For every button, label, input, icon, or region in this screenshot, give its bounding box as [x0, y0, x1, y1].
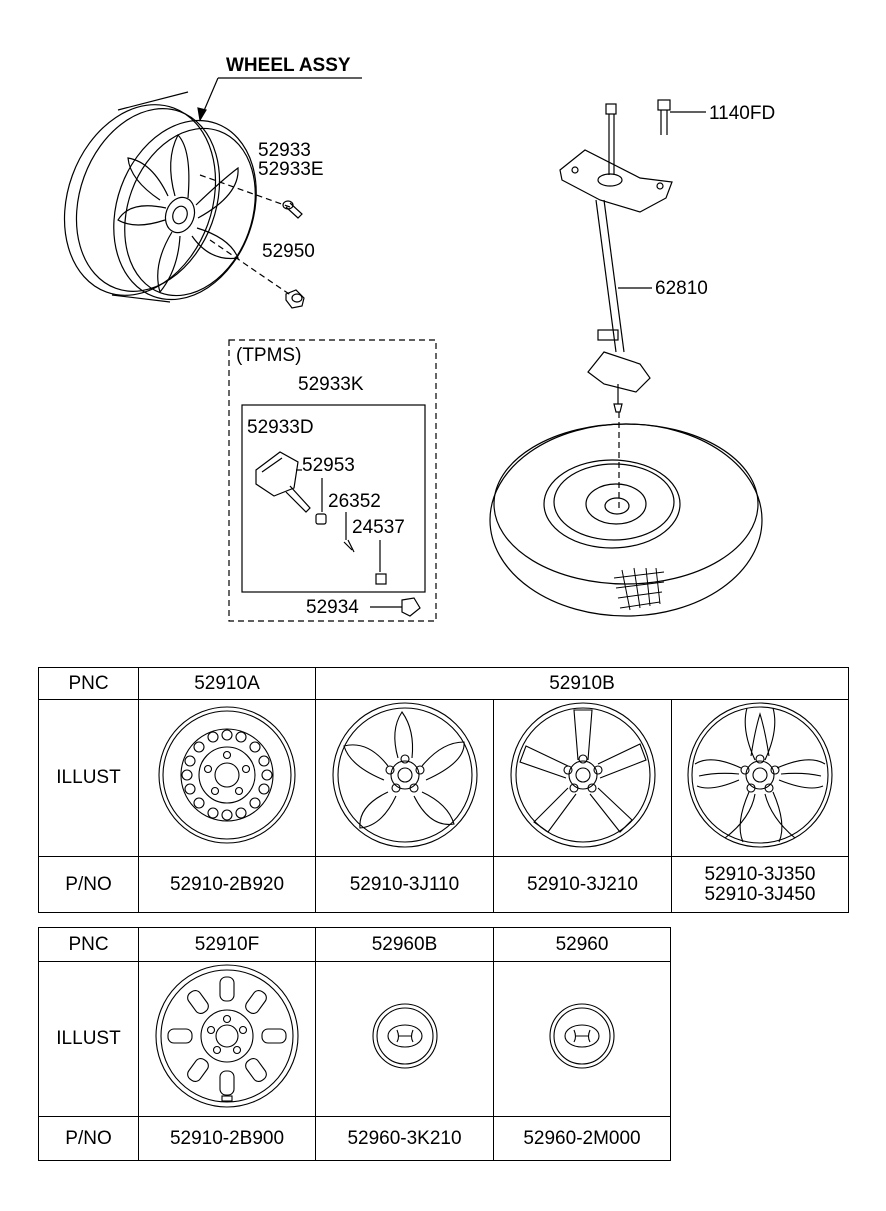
valve-stem-drawing [282, 200, 303, 219]
part-52953-label: 52953 [302, 455, 355, 476]
illust-cell [671, 699, 849, 857]
hanger-rod-drawing [587, 199, 652, 413]
pno-cell: 52910-3J210 [493, 856, 672, 913]
alloy-wheel-drawing [63, 91, 257, 303]
wheel-assy-label: WHEEL ASSY [226, 55, 351, 76]
part-52933k-label: 52933K [298, 374, 364, 395]
carrier-bracket-drawing [559, 149, 673, 213]
illust-cell [493, 961, 671, 1117]
pno-line: 52910-3J450 [704, 883, 816, 905]
wheel-cap-table: PNC 52910F 52960B 52960 ILLUST [38, 927, 671, 1161]
part-24537-label: 24537 [352, 517, 405, 538]
illust-header: ILLUST [38, 699, 139, 857]
steel-wheel-icon [158, 706, 296, 844]
part-52934-label: 52934 [306, 597, 359, 618]
wheel-parts-table: PNC 52910A 52910B ILLUST [38, 667, 849, 913]
part-52933e-label: 52933E [258, 159, 324, 180]
hub-cap-2m000-icon [549, 1003, 615, 1069]
pnc-header: PNC [38, 667, 139, 700]
alloy-wheel-3j350-icon [687, 702, 833, 848]
pno-cell: 52910-3J110 [315, 856, 494, 913]
pno-cell: 52910-3J350 52910-3J450 [671, 856, 849, 913]
valve-cap-drawing [315, 513, 327, 525]
part-52950-label: 52950 [262, 241, 315, 262]
illust-cell [315, 699, 494, 857]
illust-cell [493, 699, 672, 857]
pno-cell: 52910-2B920 [138, 856, 316, 913]
tpms-label: (TPMS) [236, 345, 302, 366]
part-52933d-label: 52933D [247, 417, 314, 438]
tpms-sensor-drawing [255, 451, 311, 513]
pno-cell: 52960-3K210 [315, 1116, 494, 1161]
part-62810-label: 62810 [655, 278, 708, 299]
steel-wheel-2b900-icon [155, 964, 299, 1108]
pno-cell: 52960-2M000 [493, 1116, 671, 1161]
alloy-wheel-3j110-icon [331, 702, 478, 848]
nut-small-drawing [375, 573, 387, 585]
part-1140fd-label: 1140FD [709, 103, 776, 124]
pno-line: 52910-3J350 [704, 863, 816, 885]
exploded-diagram [63, 77, 763, 622]
pno-cell: 52910-2B900 [138, 1116, 316, 1161]
pnc-cell: 52910F [138, 927, 316, 962]
valve-core-drawing [343, 539, 355, 553]
pno-header: P/NO [38, 1116, 139, 1161]
illust-cell [138, 961, 316, 1117]
part-26352-label: 26352 [328, 491, 381, 512]
illust-header: ILLUST [38, 961, 139, 1117]
pnc-cell: 52910B [315, 667, 849, 700]
pnc-cell: 52960 [493, 927, 671, 962]
part-52933-label: 52933 [258, 140, 311, 161]
spare-tire-drawing [489, 423, 763, 617]
pnc-cell: 52910A [138, 667, 316, 700]
lug-nut-drawing [285, 289, 305, 309]
pno-header: P/NO [38, 856, 139, 913]
hub-cap-3k210-icon [371, 1003, 438, 1069]
pnc-cell: 52960B [315, 927, 494, 962]
illust-cell [315, 961, 494, 1117]
pnc-header: PNC [38, 927, 139, 962]
bolt-1140fd-drawing [657, 99, 706, 135]
illust-cell [138, 699, 316, 857]
tpms-cap-drawing [401, 597, 421, 617]
alloy-wheel-3j210-icon [509, 702, 656, 848]
